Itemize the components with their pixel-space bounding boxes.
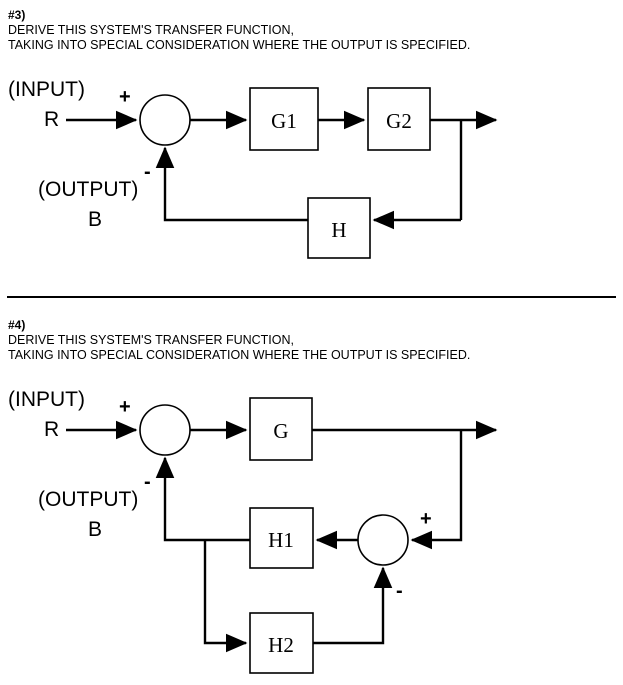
problem-4-inner-plus-sign: + bbox=[420, 508, 432, 530]
problem-3-block-g1-label: G1 bbox=[271, 109, 297, 133]
problem-3-wire-feedback bbox=[155, 146, 308, 222]
problem-4-summing-junction-inner bbox=[357, 514, 409, 566]
problem-3-block-diagram: (INPUT) R (OUTPUT) B + bbox=[0, 70, 623, 285]
section-divider bbox=[7, 296, 616, 298]
problem-4-output-signal-B: B bbox=[88, 518, 102, 541]
problem-4-main-plus-sign: + bbox=[119, 396, 131, 418]
problem-3-plus-sign: + bbox=[119, 86, 131, 108]
problem-3-block-g2-label: G2 bbox=[386, 109, 412, 133]
problem-4-input-label: (INPUT) bbox=[8, 388, 85, 411]
problem-4-block-h1 bbox=[249, 507, 314, 569]
problem-3-block-h-label: H bbox=[331, 218, 346, 242]
problem-4-inner-minus-sign: - bbox=[396, 580, 403, 602]
problem-3-input-signal-R: R bbox=[44, 108, 59, 131]
problem-4-block-diagram: (INPUT) R (OUTPUT) B + bbox=[0, 382, 623, 682]
problem-4-block-g-label: G bbox=[273, 419, 288, 443]
problem-3-block-h bbox=[307, 197, 371, 259]
problem-4-block-h1-label: H1 bbox=[268, 528, 294, 552]
problem-4-wire-branch-to-h2 bbox=[203, 540, 248, 653]
problem-4-output-label: (OUTPUT) bbox=[38, 488, 138, 511]
problem-4-main-minus-sign: - bbox=[144, 471, 151, 493]
problem-4-block-h2 bbox=[249, 612, 314, 674]
problem-3-block-g2 bbox=[367, 87, 431, 151]
problem-3-prompt-line-1: DERIVE THIS SYSTEM'S TRANSFER FUNCTION, bbox=[8, 23, 294, 37]
problem-4-summing-junction-main bbox=[139, 404, 191, 456]
problem-3-block-g1 bbox=[249, 87, 319, 151]
problem-4-prompt-line-2: TAKING INTO SPECIAL CONSIDERATION WHERE … bbox=[8, 348, 471, 362]
problem-3-minus-sign: - bbox=[144, 161, 151, 183]
problem-3-number: #3) bbox=[8, 8, 26, 22]
problem-4-wire-takeoff-to-inner-summer bbox=[410, 430, 463, 550]
problem-4-number: #4) bbox=[8, 318, 26, 332]
problem-3-summing-junction bbox=[139, 94, 191, 146]
problem-4-block-h2-label: H2 bbox=[268, 633, 294, 657]
problem-3-output-signal-B: B bbox=[88, 208, 102, 231]
problem-4-wire-h1-feedback-to-main-summer bbox=[155, 456, 250, 542]
problem-3-prompt-line-2: TAKING INTO SPECIAL CONSIDERATION WHERE … bbox=[8, 38, 471, 52]
problem-4-prompt-line-1: DERIVE THIS SYSTEM'S TRANSFER FUNCTION, bbox=[8, 333, 294, 347]
problem-4-input-signal-R: R bbox=[44, 418, 59, 441]
problem-3-output-label: (OUTPUT) bbox=[38, 178, 138, 201]
problem-4-wire-h2-to-inner-summer bbox=[313, 566, 393, 645]
problem-3-input-label: (INPUT) bbox=[8, 78, 85, 101]
